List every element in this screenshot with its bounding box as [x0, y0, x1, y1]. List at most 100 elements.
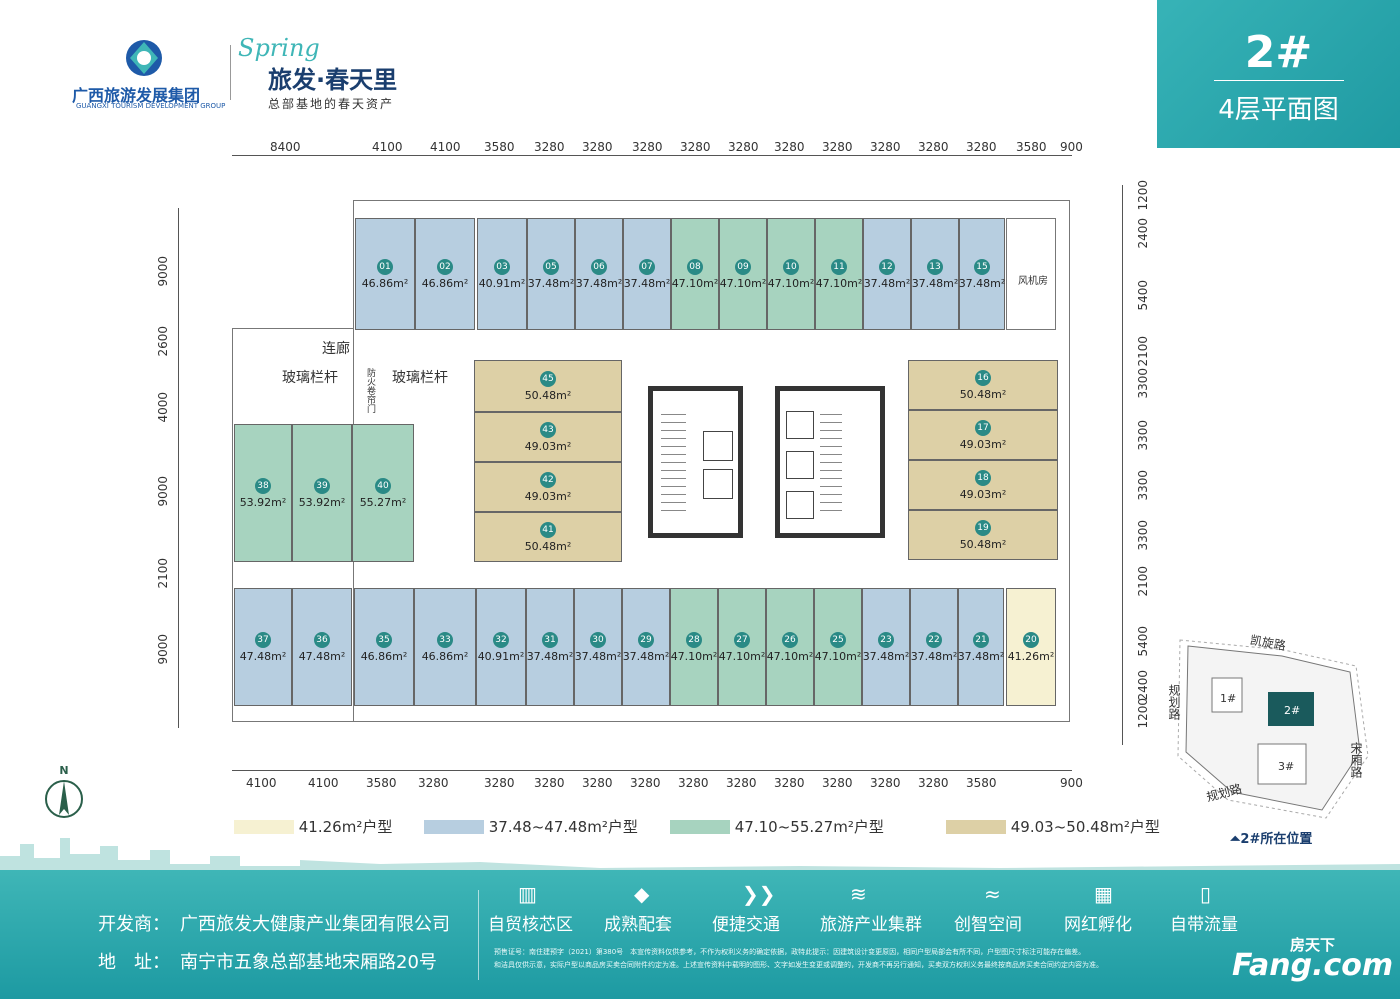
bottom-dimension: 3280	[582, 776, 613, 790]
unit-number-badge: 23	[878, 631, 894, 648]
unit-area: 50.48m²	[524, 388, 572, 402]
unit-number-badge: 03	[494, 258, 510, 275]
road-songxiang: 宋厢路	[1349, 742, 1363, 778]
feature-icon: ❯❯	[742, 882, 776, 906]
unit-number-badge: 40	[375, 477, 391, 494]
top-dimension: 3280	[774, 140, 805, 154]
legend-swatch	[670, 819, 730, 834]
top-dimension: 3580	[1016, 140, 1047, 154]
unit-number-badge: 10	[783, 258, 799, 275]
site-map-graphic	[1177, 639, 1369, 819]
right-dimension: 2400	[1136, 670, 1150, 701]
right-dimension: 1200	[1136, 180, 1150, 211]
unit-area: 49.03m²	[959, 437, 1007, 451]
building-number: 2#	[1244, 27, 1313, 78]
unit-area: 46.86m²	[361, 276, 409, 290]
unit-area: 47.10m²	[671, 276, 719, 290]
unit-number-badge: 30	[590, 631, 606, 648]
north-arrow-icon	[45, 780, 83, 818]
top-dimension: 3280	[966, 140, 997, 154]
top-dimension: 3280	[918, 140, 949, 154]
unit-number-badge: 39	[314, 477, 330, 494]
left-dimension: 9000	[156, 476, 170, 507]
stair-core-left	[648, 386, 743, 538]
unit-area: 40.91m²	[478, 276, 526, 290]
watermark-cn: 房天下	[1290, 936, 1336, 954]
legend-label: 49.03~50.48m²户型	[1006, 818, 1160, 836]
railing-label-right: 玻璃栏杆	[392, 370, 448, 386]
left-dimension: 2600	[156, 326, 170, 357]
unit-area: 37.48m²	[862, 649, 910, 663]
bottom-dimension: 3280	[534, 776, 565, 790]
unit-number-badge: 02	[437, 258, 453, 275]
badge-divider	[1213, 80, 1344, 81]
feature-icon: ▦	[1094, 882, 1113, 906]
unit-area: 46.86m²	[360, 649, 408, 663]
corridor-label: 连廊	[322, 341, 350, 357]
unit-number-badge: 33	[437, 631, 453, 648]
bottom-dimension: 4100	[308, 776, 339, 790]
unit-area: 37.48m²	[574, 649, 622, 663]
right-dimension: 3300	[1136, 368, 1150, 399]
fan-room-label: 风机房	[1018, 276, 1048, 287]
unit-number-badge: 37	[255, 631, 271, 648]
left-dimension: 2100	[156, 558, 170, 589]
right-dimension: 3300	[1136, 420, 1150, 451]
unit-number-badge: 38	[255, 477, 271, 494]
feature-icon: ▥	[518, 882, 537, 906]
feature-label: 自带流量	[1170, 915, 1238, 935]
unit-area: 37.48m²	[958, 276, 1006, 290]
bottom-dimension: 3280	[822, 776, 853, 790]
right-dimension: 2100	[1136, 336, 1150, 367]
unit-area: 55.27m²	[359, 495, 407, 509]
stair-core-right	[775, 386, 885, 538]
top-dimension: 3280	[680, 140, 711, 154]
unit-area: 49.03m²	[959, 487, 1007, 501]
top-dim-line	[232, 155, 1072, 156]
left-dimension: 9000	[156, 256, 170, 287]
unit-area: 47.10m²	[766, 649, 814, 663]
unit-number-badge: 21	[973, 631, 989, 648]
address-label: 地 址：	[98, 952, 170, 973]
unit-number-badge: 28	[686, 631, 702, 648]
legend-label: 37.48~47.48m²户型	[484, 818, 638, 836]
unit-area: 47.10m²	[719, 276, 767, 290]
top-dimension: 4100	[430, 140, 461, 154]
feature-icon: ≋	[850, 882, 867, 906]
unit-number-badge: 41	[540, 521, 556, 538]
feature-label: 成熟配套	[604, 915, 672, 935]
group-logo-icon	[126, 40, 162, 76]
feature-icon: ▯	[1200, 882, 1212, 906]
legend-swatch	[424, 819, 484, 834]
bottom-dim-line	[232, 770, 1072, 771]
right-dim-line	[1122, 185, 1123, 745]
unit-area: 46.86m²	[421, 276, 469, 290]
right-dimension: 5400	[1136, 626, 1150, 657]
left-dimension: 4000	[156, 392, 170, 423]
unit-number-badge: 29	[638, 631, 654, 648]
left-dimension: 9000	[156, 634, 170, 665]
unit-area: 37.48m²	[622, 649, 670, 663]
unit-number-badge: 45	[540, 370, 556, 387]
bottom-dimension: 3280	[726, 776, 757, 790]
disclaimer-text: 和洁具仅供示意，实际户型以商品房买卖合同附件约定为准。上述宣传资料中载明的图形、…	[494, 961, 1103, 969]
unit-area: 53.92m²	[239, 495, 287, 509]
